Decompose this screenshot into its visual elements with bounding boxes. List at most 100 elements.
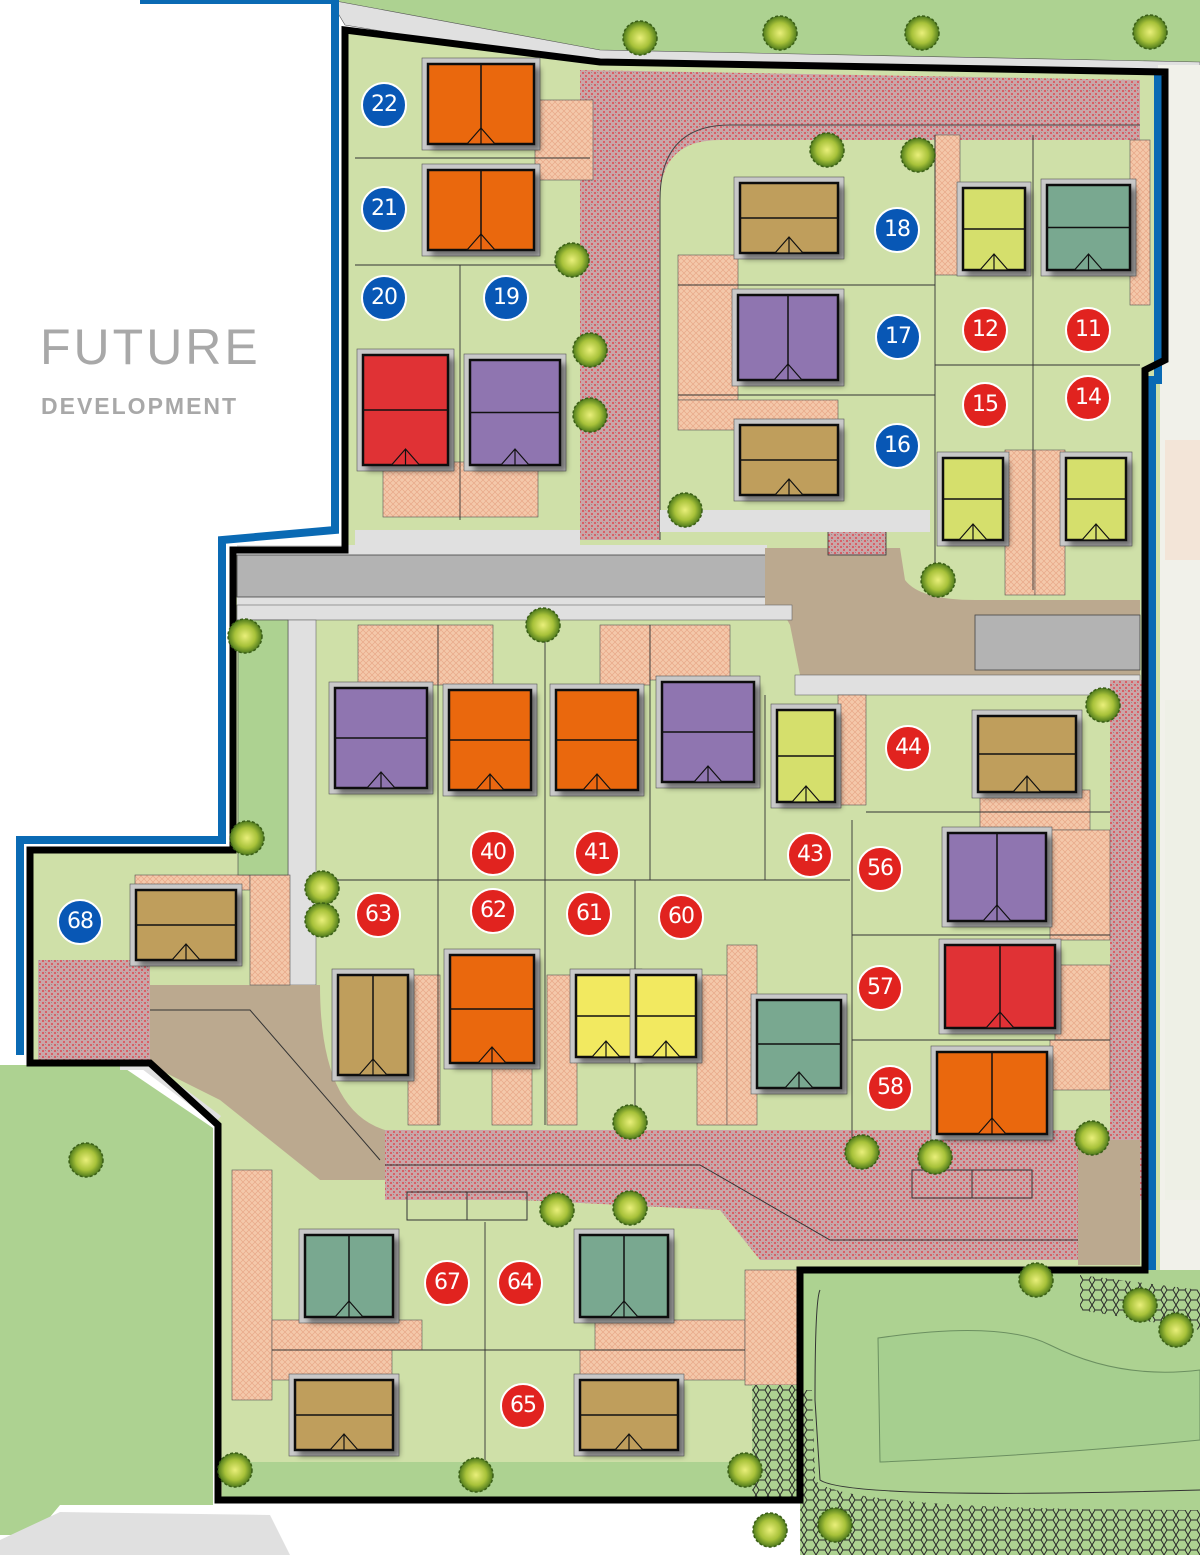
tree-icon [572, 397, 608, 433]
access-road-southwest [150, 985, 385, 1180]
tree-icon [817, 1507, 853, 1543]
tree-icon [920, 562, 956, 598]
shared-surface-east [1110, 680, 1142, 1200]
house-plot-42[interactable] [655, 675, 761, 789]
house-plot-57[interactable] [938, 938, 1062, 1035]
tree-icon [622, 20, 658, 56]
house-plot-11[interactable] [1040, 178, 1137, 277]
plot-marker-65[interactable]: 65 [500, 1383, 546, 1429]
house-plot-17[interactable] [731, 288, 845, 387]
tree-icon [904, 15, 940, 51]
house-plot-43[interactable] [770, 703, 842, 809]
house-plot-66[interactable] [288, 1373, 400, 1457]
plot-marker-60[interactable]: 60 [658, 894, 704, 940]
tree-icon [525, 607, 561, 643]
house-plot-62[interactable] [443, 948, 541, 1070]
tree-icon [612, 1190, 648, 1226]
tree-icon [1122, 1287, 1158, 1323]
tree-icon [304, 902, 340, 938]
house-plot-39[interactable] [328, 681, 434, 795]
plot-marker-43[interactable]: 43 [787, 832, 833, 878]
tree-icon [844, 1134, 880, 1170]
tree-icon [217, 1452, 253, 1488]
plot-marker-11[interactable]: 11 [1065, 307, 1111, 353]
house-plot-18[interactable] [733, 176, 845, 260]
houses [129, 57, 1137, 1457]
tree-icon [1158, 1312, 1194, 1348]
future-development-title: FUTURE [40, 319, 261, 375]
plot-marker-12[interactable]: 12 [962, 307, 1008, 353]
plot-marker-21[interactable]: 21 [361, 186, 407, 232]
house-plot-14[interactable] [1059, 451, 1133, 547]
plot-marker-44[interactable]: 44 [885, 725, 931, 771]
plot-marker-67[interactable]: 67 [424, 1260, 470, 1306]
tree-icon [458, 1457, 494, 1493]
plot-marker-16[interactable]: 16 [874, 423, 920, 469]
house-plot-40[interactable] [442, 683, 538, 797]
tree-icon [1074, 1120, 1110, 1156]
pond [877, 1329, 1200, 1463]
tree-icon [539, 1192, 575, 1228]
tree-icon [809, 132, 845, 168]
phase-boundary [16, 0, 339, 1055]
hedge [800, 1390, 1200, 1555]
tree-icon [1132, 14, 1168, 50]
open-space-southwest [0, 1065, 213, 1535]
house-plot-19[interactable] [463, 353, 567, 472]
tree-icon [900, 137, 936, 173]
plot-marker-14[interactable]: 14 [1065, 375, 1111, 421]
future-development-subtitle: DEVELOPMENT [41, 393, 239, 419]
house-plot-64[interactable] [573, 1228, 675, 1324]
plot-marker-17[interactable]: 17 [875, 314, 921, 360]
plot-marker-64[interactable]: 64 [497, 1260, 543, 1306]
plot-marker-57[interactable]: 57 [857, 965, 903, 1011]
tree-icon [667, 492, 703, 528]
plot-marker-68[interactable]: 68 [57, 899, 103, 945]
tree-icon [68, 1142, 104, 1178]
plot-marker-62[interactable]: 62 [470, 888, 516, 934]
house-plot-59[interactable] [750, 993, 848, 1095]
north-green-verge [140, 0, 1200, 70]
house-plot-67[interactable] [298, 1228, 400, 1324]
house-plot-20[interactable] [356, 348, 455, 472]
plot-marker-40[interactable]: 40 [470, 830, 516, 876]
tree-icon [752, 1512, 788, 1548]
tree-icon [727, 1452, 763, 1488]
house-plot-65[interactable] [573, 1373, 685, 1457]
house-plot-41[interactable] [549, 683, 645, 797]
plot-marker-58[interactable]: 58 [867, 1065, 913, 1111]
house-plot-21[interactable] [421, 163, 541, 257]
house-plot-68[interactable] [129, 883, 243, 967]
plot-marker-15[interactable]: 15 [962, 382, 1008, 428]
house-plot-15[interactable] [936, 451, 1010, 547]
tree-icon [612, 1104, 648, 1140]
house-plot-56[interactable] [941, 826, 1053, 928]
tree-icon [554, 242, 590, 278]
house-plot-60[interactable] [629, 968, 703, 1064]
plot-marker-61[interactable]: 61 [566, 891, 612, 937]
tree-icon [1085, 687, 1121, 723]
house-plot-58[interactable] [930, 1045, 1054, 1141]
house-plot-44[interactable] [971, 709, 1083, 799]
house-plot-63[interactable] [331, 968, 415, 1082]
house-plot-22[interactable] [421, 57, 541, 151]
tree-icon [227, 618, 263, 654]
site-boundary [26, 26, 1169, 1504]
house-plot-16[interactable] [733, 418, 845, 502]
plot-marker-56[interactable]: 56 [857, 846, 903, 892]
plot-marker-22[interactable]: 22 [361, 82, 407, 128]
plot-marker-19[interactable]: 19 [483, 275, 529, 321]
plot-marker-20[interactable]: 20 [361, 275, 407, 321]
plot-marker-18[interactable]: 18 [874, 207, 920, 253]
tree-icon [572, 332, 608, 368]
tree-icon [762, 15, 798, 51]
tree-icon [304, 870, 340, 906]
shared-surface-north [580, 70, 1140, 540]
plot-marker-41[interactable]: 41 [574, 830, 620, 876]
tree-icon [1018, 1262, 1054, 1298]
plot-marker-63[interactable]: 63 [355, 892, 401, 938]
house-plot-12[interactable] [956, 181, 1032, 277]
trees [68, 14, 1194, 1548]
tree-icon [229, 820, 265, 856]
